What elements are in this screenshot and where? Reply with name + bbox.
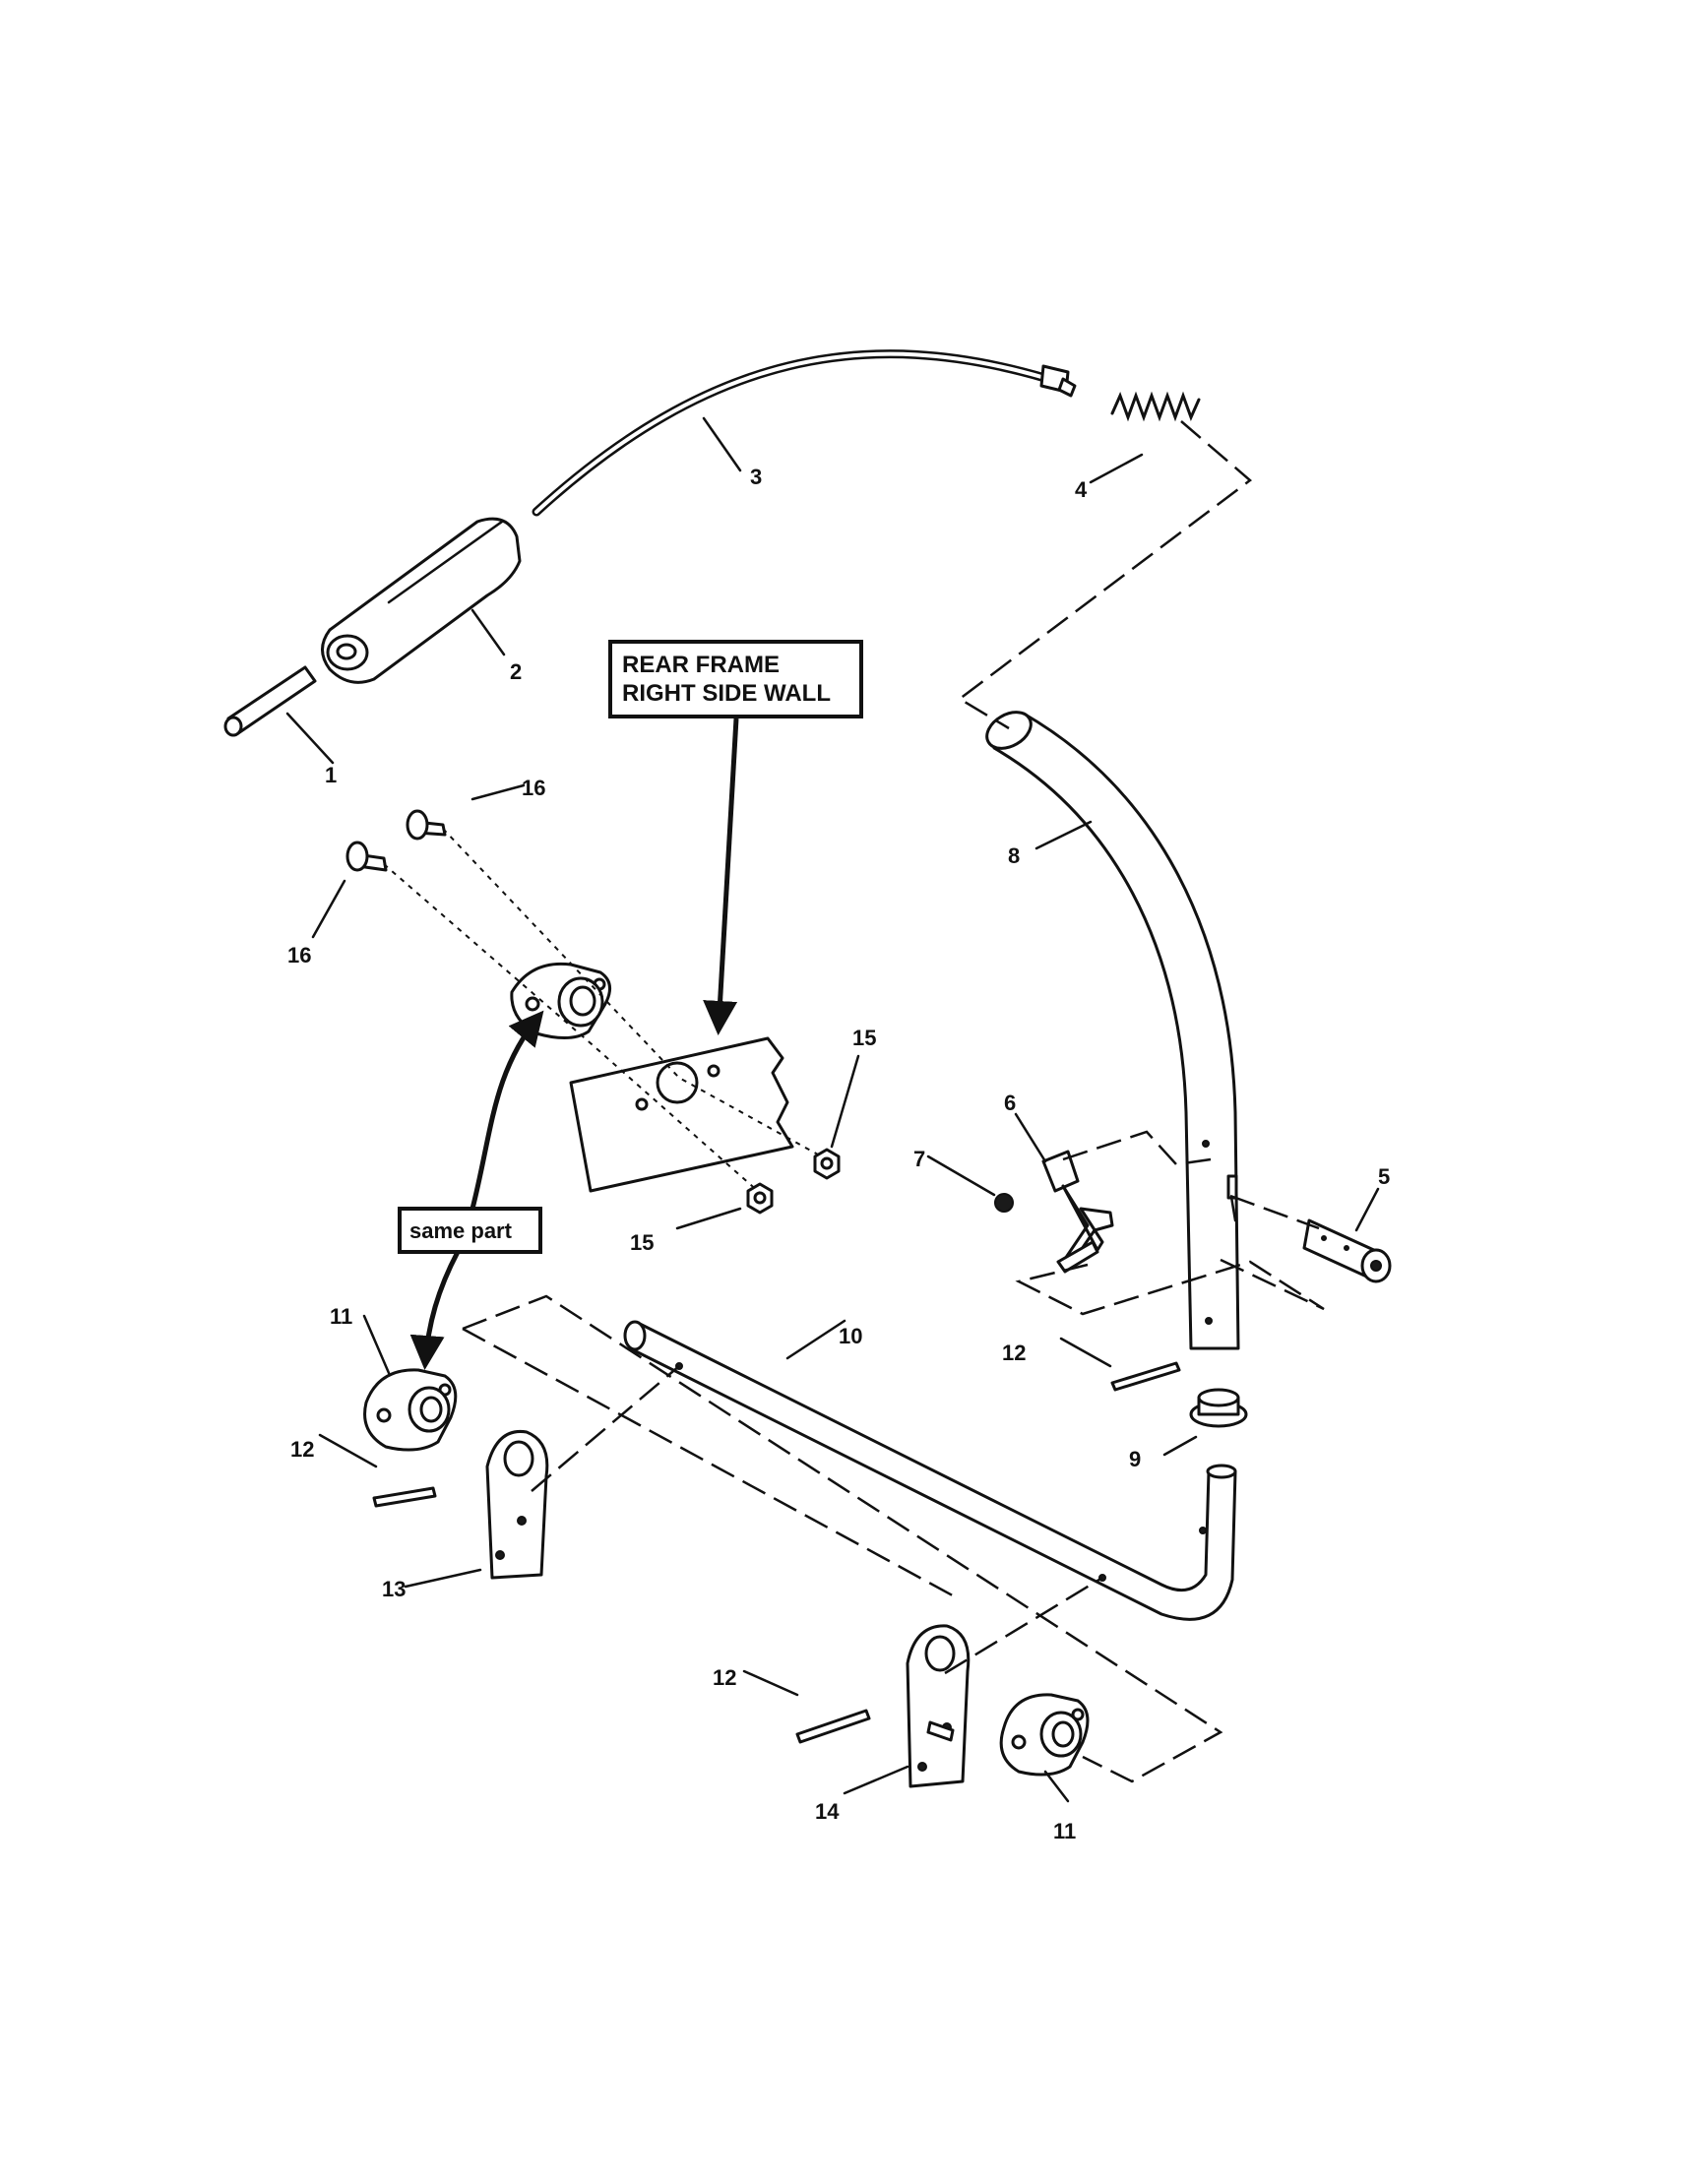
callout-7: 7	[913, 1147, 925, 1171]
cable-part-3	[532, 349, 1077, 517]
callout-9: 9	[1129, 1447, 1141, 1471]
same-part-text: same part	[409, 1218, 513, 1243]
arm-part-14	[906, 1624, 971, 1788]
roll-pin-part-12-top	[1110, 1361, 1181, 1392]
roll-pin-part-12-left	[372, 1486, 437, 1508]
same-part-callout: same part	[398, 1010, 544, 1370]
callout-15-left: 15	[630, 1230, 654, 1255]
nut-part-7	[994, 1193, 1014, 1213]
callout-5: 5	[1378, 1164, 1390, 1189]
callout-16-upper: 16	[522, 776, 545, 800]
bracket-part-5	[1302, 1218, 1392, 1283]
callout-12-left: 12	[290, 1437, 314, 1462]
flange-bushing-part-11-right	[999, 1693, 1090, 1777]
callout-6: 6	[1004, 1091, 1016, 1115]
spring-part-4	[1110, 391, 1201, 422]
rear-frame-line2: RIGHT SIDE WALL	[622, 680, 831, 707]
callout-16-lower: 16	[287, 943, 311, 967]
nut-part-15-right	[813, 1148, 841, 1180]
rear-frame-callout: REAR FRAME RIGHT SIDE WALL	[608, 640, 863, 1035]
rear-frame-line1: REAR FRAME	[622, 652, 780, 678]
callout-2: 2	[510, 659, 522, 684]
flange-bushing-upper	[510, 962, 611, 1039]
callout-numbers: 1 2 3 4 5 6 7 8 9 10 11 11 12 12 12 13 1…	[287, 465, 1390, 1843]
callout-15-right: 15	[852, 1026, 876, 1050]
screw-part-16-lower	[345, 841, 388, 872]
assembly-lines	[383, 420, 1325, 1783]
shift-rod-part-10	[623, 1320, 1237, 1621]
screw-part-16-upper	[406, 809, 447, 841]
callout-8: 8	[1008, 843, 1020, 868]
nut-part-15-left	[746, 1182, 774, 1215]
rear-frame-wall	[569, 1036, 794, 1193]
bushing-part-9	[1189, 1388, 1248, 1428]
callout-14: 14	[815, 1799, 840, 1824]
callout-11-right: 11	[1053, 1819, 1076, 1843]
arm-part-13	[485, 1429, 549, 1580]
callout-3: 3	[750, 465, 762, 489]
flange-bushing-part-11-left	[363, 1368, 458, 1452]
callout-10: 10	[839, 1324, 862, 1348]
callout-1: 1	[325, 763, 337, 787]
callout-4: 4	[1075, 477, 1088, 502]
roll-pin-part-12-bottom	[795, 1709, 871, 1744]
callout-13: 13	[382, 1577, 406, 1601]
leader-lines	[285, 416, 1380, 1803]
callout-11-left: 11	[330, 1304, 352, 1329]
pin-part-1	[223, 665, 317, 737]
handle-grip-part-2	[321, 517, 522, 684]
callout-12-bottom: 12	[713, 1665, 736, 1690]
shift-tube-part-8	[985, 711, 1240, 1350]
lever-part-6	[1041, 1150, 1114, 1274]
callout-12-top: 12	[1002, 1341, 1026, 1365]
